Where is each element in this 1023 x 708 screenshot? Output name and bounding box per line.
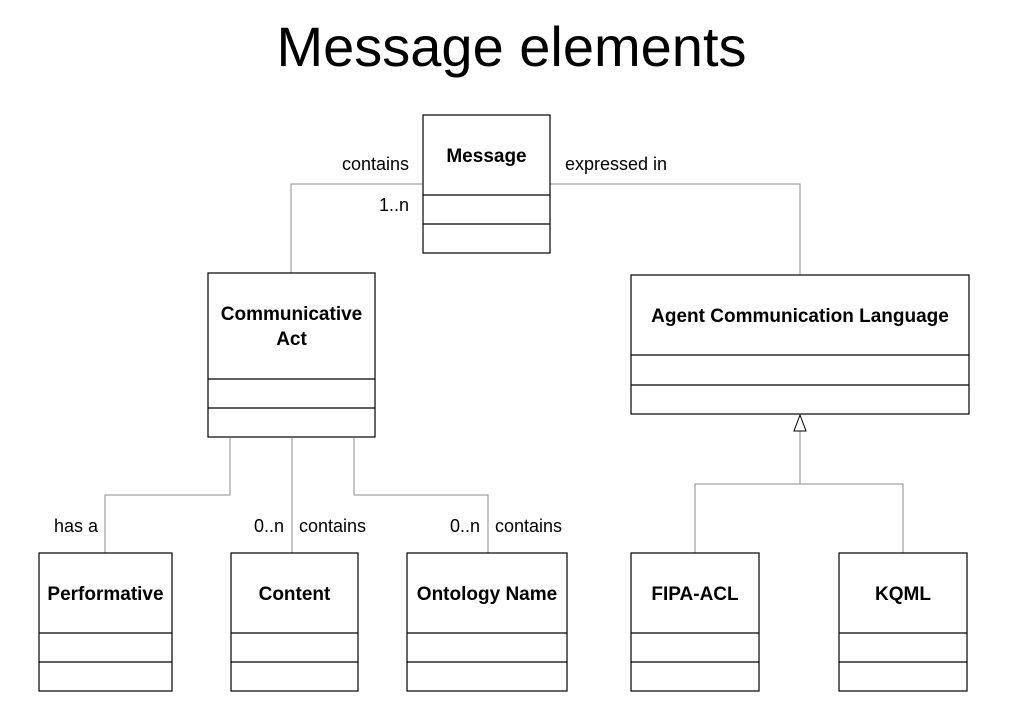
label-message-multiplicity: 1..n (379, 195, 409, 215)
connector-act-to-performative (104, 438, 231, 553)
generalization-arrowhead (793, 413, 807, 432)
label-content-contains: contains (299, 516, 366, 536)
diagram-title: Message elements (276, 15, 747, 78)
class-kqml: KQML (838, 552, 968, 692)
label-has-a: has a (54, 516, 99, 536)
label-message-expressed-in: expressed in (565, 154, 667, 174)
connector-act-to-ontology-name (353, 438, 489, 553)
label-ontology-contains: contains (495, 516, 562, 536)
connector-generalization-branches (694, 483, 904, 553)
class-name-kqml: KQML (875, 584, 931, 605)
label-ontology-multiplicity: 0..n (450, 516, 480, 536)
class-name-agent-communication-language: Agent Communication Language (651, 306, 949, 327)
connector-message-to-acl (550, 183, 801, 275)
connectors (104, 183, 904, 553)
label-message-contains: contains (342, 154, 409, 174)
class-name-content: Content (259, 584, 331, 605)
label-content-multiplicity: 0..n (254, 516, 284, 536)
class-content: Content (230, 552, 359, 692)
class-name-performative: Performative (47, 584, 163, 605)
class-fipa-acl: FIPA-ACL (630, 552, 760, 692)
class-communicative-act: Communicative Act (207, 272, 376, 438)
class-name-communicative-act-line1: Communicative (221, 304, 362, 325)
association-labels: contains 1..n expressed in has a 0..n co… (54, 154, 667, 536)
class-ontology-name: Ontology Name (406, 552, 568, 692)
class-name-message: Message (446, 146, 526, 167)
class-name-fipa-acl: FIPA-ACL (651, 584, 739, 605)
class-name-ontology-name: Ontology Name (417, 584, 557, 605)
class-performative: Performative (38, 552, 173, 692)
class-message: Message (422, 114, 551, 254)
connector-message-to-communicative-act (290, 183, 423, 273)
class-agent-communication-language: Agent Communication Language (630, 274, 970, 415)
class-name-communicative-act-line2: Act (276, 329, 307, 350)
